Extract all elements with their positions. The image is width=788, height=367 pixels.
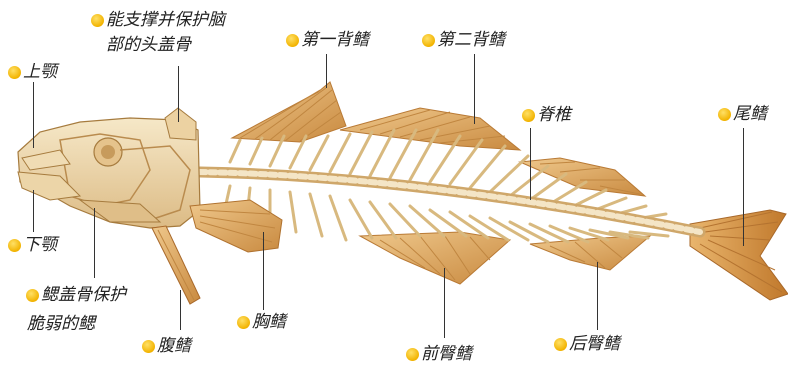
third-dorsal-fin (520, 158, 645, 196)
skull (18, 108, 200, 228)
bullet-dot-icon (554, 338, 567, 351)
first-anal-fin (360, 232, 510, 284)
lower-jaw-label: 下颚 (8, 233, 57, 258)
first-dorsal-label: 第一背鳍 (286, 28, 369, 53)
bullet-dot-icon (237, 316, 250, 329)
gill-cover-label: 鳃盖骨保护 脆弱的鳃 (26, 283, 126, 337)
pectoral-fin (190, 200, 282, 252)
first-anal-fin-label: 前臀鳍 (406, 342, 472, 367)
pectoral-leader (263, 232, 264, 310)
spine-leader (530, 128, 531, 200)
anal2-leader (597, 262, 598, 330)
pectoral-fin-label: 胸鳍 (237, 310, 286, 335)
bullet-dot-icon (26, 289, 39, 302)
tail-fin (690, 210, 788, 300)
tail-fin-label: 尾鳍 (718, 102, 767, 127)
upper-jaw-label: 上颚 (8, 60, 57, 85)
lower-jaw-leader (33, 190, 34, 232)
upper-jaw-leader (33, 82, 34, 148)
bullet-dot-icon (8, 239, 21, 252)
pelvic-leader (180, 290, 181, 330)
bullet-dot-icon (91, 14, 104, 27)
skull-label: 能支撑并保护脑 部的头盖骨 (91, 8, 225, 58)
spine-label: 脊椎 (522, 103, 571, 128)
bullet-dot-icon (8, 66, 21, 79)
anal1-leader (444, 268, 445, 338)
tail-leader (743, 128, 744, 246)
first-dorsal-leader (326, 54, 327, 88)
skull-leader (178, 66, 179, 122)
bullet-dot-icon (522, 109, 535, 122)
bullet-dot-icon (406, 348, 419, 361)
second-dorsal-leader (474, 54, 475, 124)
first-dorsal-fin (232, 82, 346, 142)
pelvic-fin (152, 226, 200, 304)
bullet-dot-icon (422, 34, 435, 47)
second-anal-fin-label: 后臀鳍 (554, 332, 620, 357)
bullet-dot-icon (718, 108, 731, 121)
gill-leader (94, 208, 95, 278)
bullet-dot-icon (286, 34, 299, 47)
pelvic-fin-label: 腹鳍 (142, 334, 191, 359)
bullet-dot-icon (142, 340, 155, 353)
second-dorsal-label: 第二背鳍 (422, 28, 505, 53)
